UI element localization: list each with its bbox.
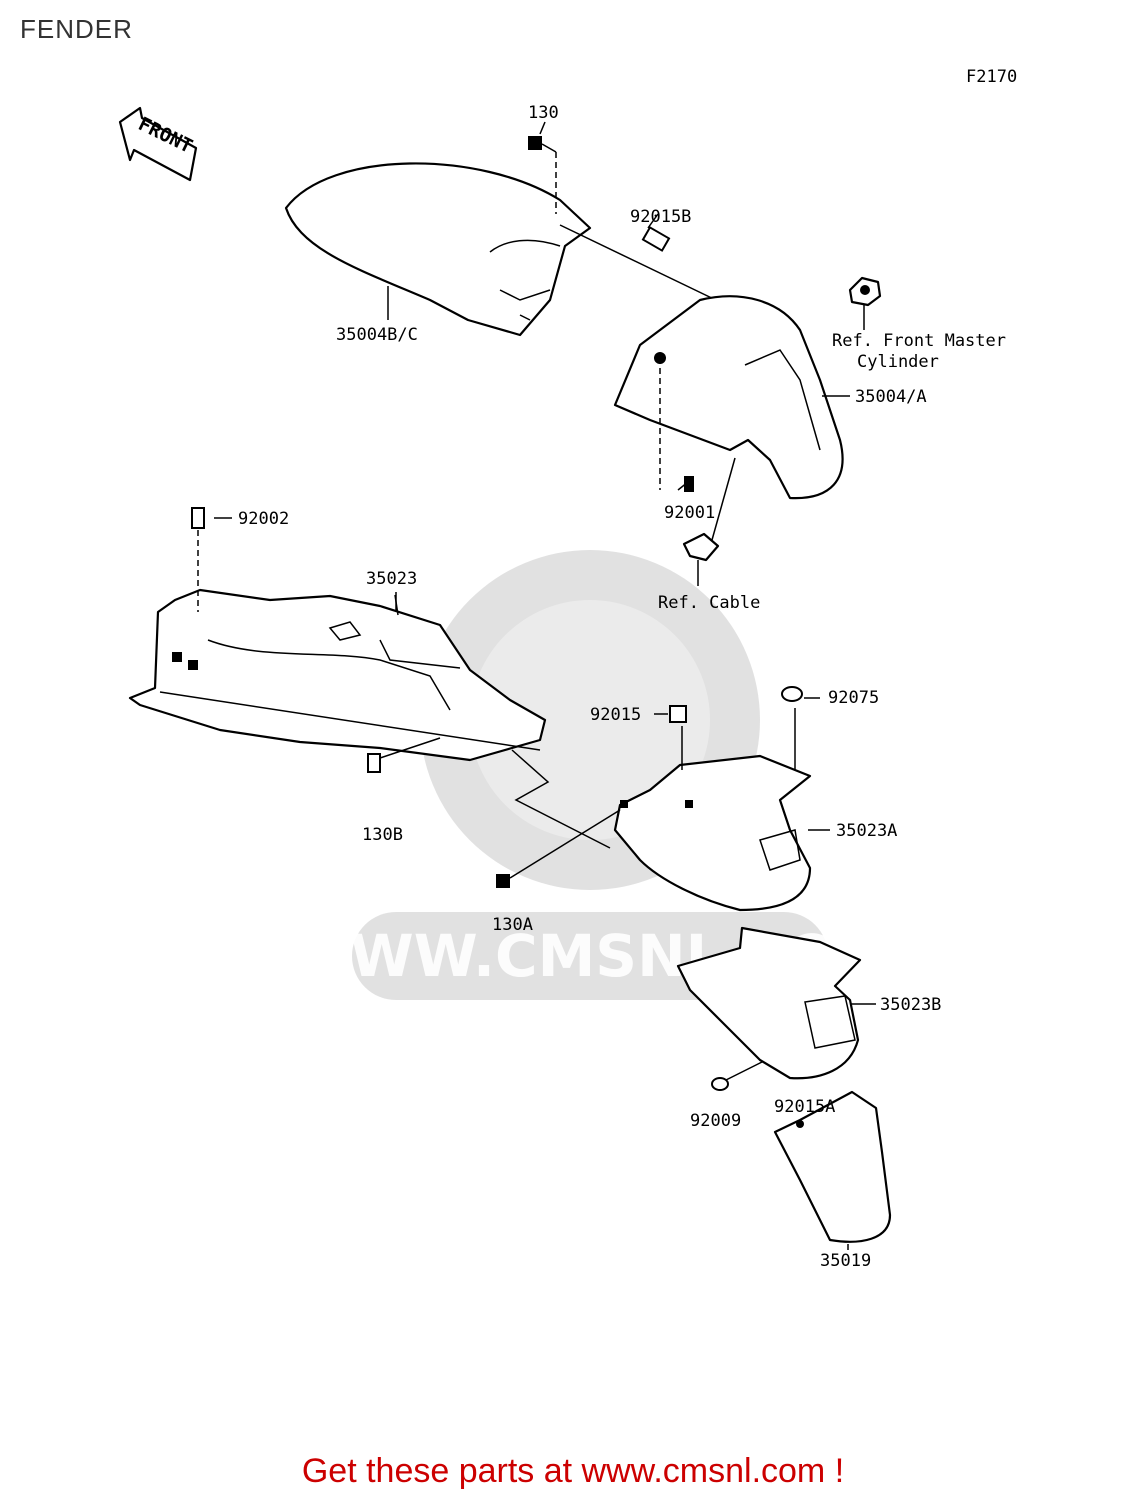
part-35019[interactable] (773, 1090, 892, 1243)
grommet-92075-icon (781, 686, 820, 702)
label-92009[interactable]: 92009 (690, 1111, 741, 1131)
bolt-130b-icon (367, 737, 441, 773)
label-ref-front-master[interactable]: Ref. Front Master (832, 331, 1006, 351)
bolt-130-icon (528, 121, 557, 214)
label-130[interactable]: 130 (528, 103, 559, 123)
label-130b[interactable]: 130B (362, 825, 403, 845)
label-35023[interactable]: 35023 (366, 569, 417, 589)
screw-92009-icon (711, 1061, 763, 1091)
label-92002[interactable]: 92002 (238, 509, 289, 529)
label-ref-cable[interactable]: Ref. Cable (658, 593, 760, 613)
label-35004bc[interactable]: 35004B/C (336, 325, 418, 345)
master-cylinder-icon (848, 276, 882, 307)
part-35004bc[interactable] (284, 162, 592, 337)
part-35023b[interactable] (676, 926, 862, 1080)
label-ref-cylinder[interactable]: Cylinder (857, 352, 939, 372)
screw-92002-icon (191, 507, 232, 612)
label-130a[interactable]: 130A (492, 915, 533, 935)
part-35023a[interactable] (613, 708, 812, 912)
label-92015[interactable]: 92015 (590, 705, 641, 725)
label-35019[interactable]: 35019 (820, 1251, 871, 1271)
label-92015a[interactable]: 92015A (774, 1097, 835, 1117)
bolt-92001-icon (659, 358, 694, 492)
label-92015b[interactable]: 92015B (630, 207, 691, 227)
nut-92015-icon (654, 705, 687, 723)
footer-shop-link[interactable]: Get these parts at www.cmsnl.com ! (301, 1452, 845, 1490)
label-35023a[interactable]: 35023A (836, 821, 897, 841)
cable-clamp-icon (682, 457, 736, 562)
diagram-code: F2170 (966, 67, 1017, 87)
label-92075[interactable]: 92075 (828, 688, 879, 708)
page-title: FENDER (20, 14, 133, 44)
connector-line (511, 749, 611, 849)
label-35023b[interactable]: 35023B (880, 995, 941, 1015)
label-92001[interactable]: 92001 (664, 503, 715, 523)
bolt-130a-icon (496, 809, 621, 888)
label-35004a[interactable]: 35004/A (855, 387, 927, 407)
part-35004a[interactable] (613, 295, 844, 500)
front-arrow-icon: FRONT (118, 106, 198, 182)
part-35023[interactable] (128, 588, 547, 762)
spacer-92015b-icon (559, 213, 721, 303)
